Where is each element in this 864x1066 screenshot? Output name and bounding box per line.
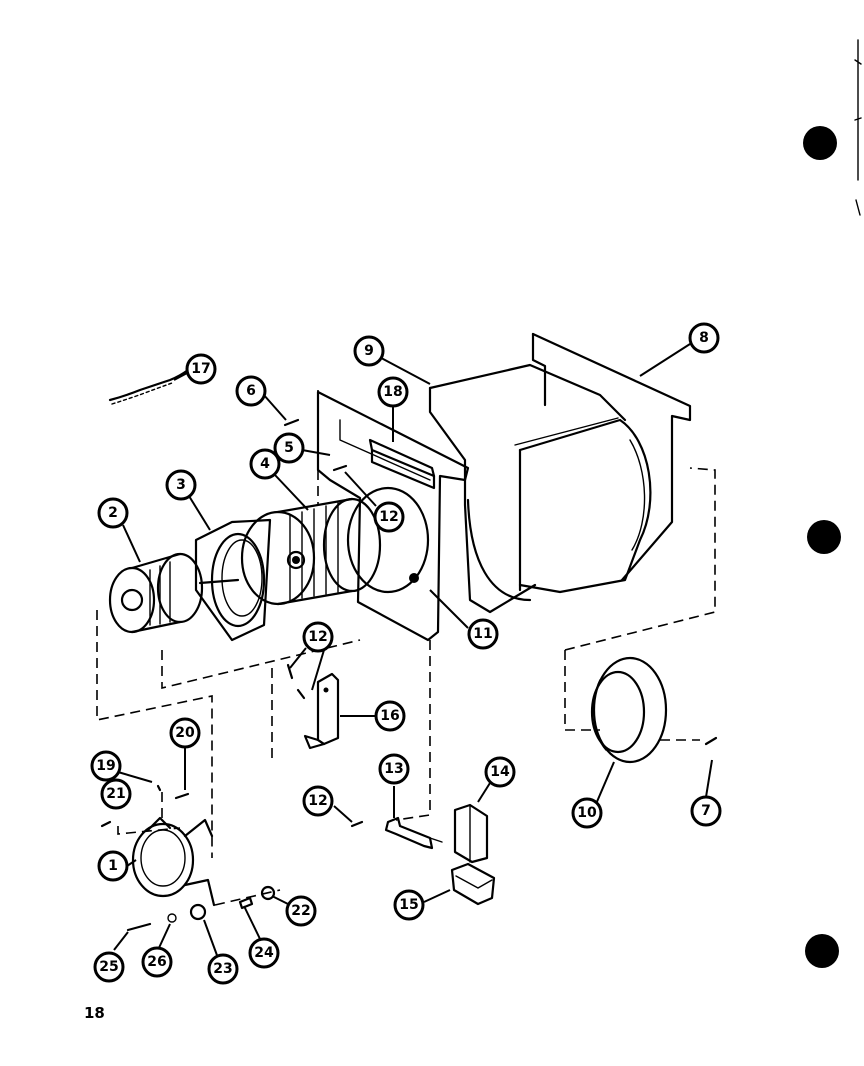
control-bracket xyxy=(384,816,443,850)
blower-wheel xyxy=(240,497,382,606)
svg-text:18: 18 xyxy=(383,384,402,400)
svg-text:1: 1 xyxy=(108,858,118,874)
callout-3: 3 xyxy=(165,469,197,501)
svg-text:8: 8 xyxy=(699,330,709,346)
callout-15: 15 xyxy=(393,889,425,921)
svg-text:10: 10 xyxy=(577,805,597,821)
svg-text:2: 2 xyxy=(108,505,118,521)
callout-1: 1 xyxy=(97,850,129,882)
inlet-ring xyxy=(590,656,668,764)
assembly-lines xyxy=(96,390,716,906)
page-number: 18 xyxy=(84,1004,105,1022)
callout-17: 17 xyxy=(185,353,217,385)
callout-12-upper: 12 xyxy=(373,501,405,533)
callout-20: 20 xyxy=(169,717,201,749)
component-cover xyxy=(453,803,489,864)
svg-text:16: 16 xyxy=(380,708,399,724)
svg-text:9: 9 xyxy=(364,343,374,359)
svg-text:17: 17 xyxy=(191,361,210,377)
callout-10: 10 xyxy=(571,797,603,829)
callout-24: 24 xyxy=(248,937,280,969)
svg-text:7: 7 xyxy=(701,803,711,819)
svg-text:3: 3 xyxy=(176,477,186,493)
svg-text:15: 15 xyxy=(399,897,418,913)
ground-chain xyxy=(108,368,190,405)
fasteners xyxy=(100,418,718,932)
callout-12-lower: 12 xyxy=(302,785,334,817)
callout-23: 23 xyxy=(207,953,239,985)
svg-text:21: 21 xyxy=(106,786,125,802)
callout-12-middle: 12 xyxy=(302,621,334,653)
callout-4: 4 xyxy=(249,448,281,480)
callout-22: 22 xyxy=(285,895,317,927)
motor-mount-plate xyxy=(316,390,470,642)
svg-text:13: 13 xyxy=(384,761,403,777)
binder-hole-top xyxy=(803,126,837,160)
svg-text:6: 6 xyxy=(246,383,256,399)
page-edge-marks xyxy=(854,39,862,216)
support-bracket xyxy=(303,672,340,750)
callout-16: 16 xyxy=(374,700,406,732)
svg-text:22: 22 xyxy=(291,903,310,919)
mounting-bracket xyxy=(368,438,436,490)
svg-text:12: 12 xyxy=(379,509,398,525)
callout-11: 11 xyxy=(467,618,499,650)
callout-21: 21 xyxy=(100,778,132,810)
callout-9: 9 xyxy=(353,335,385,367)
svg-text:4: 4 xyxy=(260,456,270,472)
callout-8: 8 xyxy=(688,322,720,354)
callout-19: 19 xyxy=(90,750,122,782)
callout-26: 26 xyxy=(141,946,173,978)
blower-housing xyxy=(428,332,692,614)
callout-5: 5 xyxy=(273,432,305,464)
callout-2: 2 xyxy=(97,497,129,529)
svg-text:26: 26 xyxy=(147,954,166,970)
mounting-ring xyxy=(194,518,272,642)
svg-text:5: 5 xyxy=(284,440,294,456)
svg-text:14: 14 xyxy=(490,764,510,780)
svg-text:12: 12 xyxy=(308,793,327,809)
svg-text:25: 25 xyxy=(99,959,118,975)
svg-text:20: 20 xyxy=(175,725,195,741)
svg-text:12: 12 xyxy=(308,629,327,645)
svg-text:19: 19 xyxy=(96,758,115,774)
callout-13: 13 xyxy=(378,753,410,785)
callout-6: 6 xyxy=(235,375,267,407)
motor xyxy=(108,552,240,634)
callout-25: 25 xyxy=(93,951,125,983)
svg-text:11: 11 xyxy=(473,626,492,642)
callout-18: 18 xyxy=(377,376,409,408)
svg-text:23: 23 xyxy=(213,961,232,977)
terminal-box xyxy=(450,862,496,906)
callout-7: 7 xyxy=(690,795,722,827)
svg-text:24: 24 xyxy=(254,945,274,961)
callout-14: 14 xyxy=(484,756,516,788)
leader-lines xyxy=(113,343,713,959)
binder-hole-middle xyxy=(807,520,841,554)
binder-hole-bottom xyxy=(805,934,839,968)
